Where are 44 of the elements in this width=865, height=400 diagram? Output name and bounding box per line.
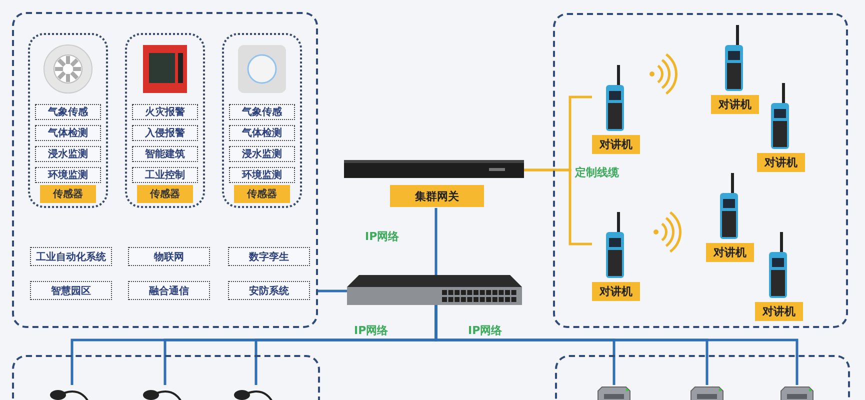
category-tag: 工业自动化系统 [30, 247, 112, 266]
edge-label: 定制线缆 [573, 165, 621, 180]
sensor-label: 传感器 [137, 185, 193, 203]
connector-line [434, 305, 798, 385]
category-tag: 工业控制 [132, 167, 198, 183]
category-tag: 浸水监测 [35, 146, 101, 162]
category-tag: 物联网 [128, 247, 210, 266]
category-tag: 浸水监测 [229, 146, 295, 162]
terminal-device-icon [689, 385, 725, 400]
category-tag: 入侵报警 [132, 125, 198, 141]
device-label: 对讲机 [711, 95, 759, 114]
group-panel [553, 13, 848, 328]
connector-line [524, 168, 592, 246]
device-label: 对讲机 [706, 243, 754, 262]
sensor-label: 传感器 [234, 185, 290, 203]
device-label: 对讲机 [592, 282, 640, 301]
edge-label: IP网络 [363, 229, 402, 244]
sensor-group [28, 33, 108, 208]
category-tag: 融合通信 [128, 281, 210, 300]
device-label: 对讲机 [757, 153, 805, 172]
terminal-device-icon [596, 385, 632, 400]
group-panel [12, 12, 318, 328]
category-tag: 火灾报警 [132, 104, 198, 120]
edge-label: IP网络 [352, 323, 390, 338]
category-tag: 气体检测 [35, 125, 101, 141]
device-label: 集群网关 [390, 185, 484, 207]
category-tag: 气体检测 [229, 125, 295, 141]
connector-line [318, 290, 347, 292]
category-tag: 数字孪生 [228, 247, 310, 266]
category-tag: 智慧园区 [30, 281, 112, 300]
category-tag: 智能建筑 [132, 146, 198, 162]
category-tag: 气象传感 [35, 104, 101, 120]
device-label: 对讲机 [755, 302, 803, 321]
edge-label: IP网络 [466, 323, 504, 338]
category-tag: 环境监测 [35, 167, 101, 183]
sensor-group [125, 33, 205, 208]
terminal-device-icon [779, 385, 815, 400]
connector-line [434, 208, 438, 275]
category-tag: 气象传感 [229, 104, 295, 120]
sensor-label: 传感器 [40, 185, 96, 203]
category-tag: 环境监测 [229, 167, 295, 183]
category-tag: 安防系统 [228, 281, 310, 300]
sensor-group [222, 33, 302, 208]
device-label: 对讲机 [592, 135, 640, 154]
